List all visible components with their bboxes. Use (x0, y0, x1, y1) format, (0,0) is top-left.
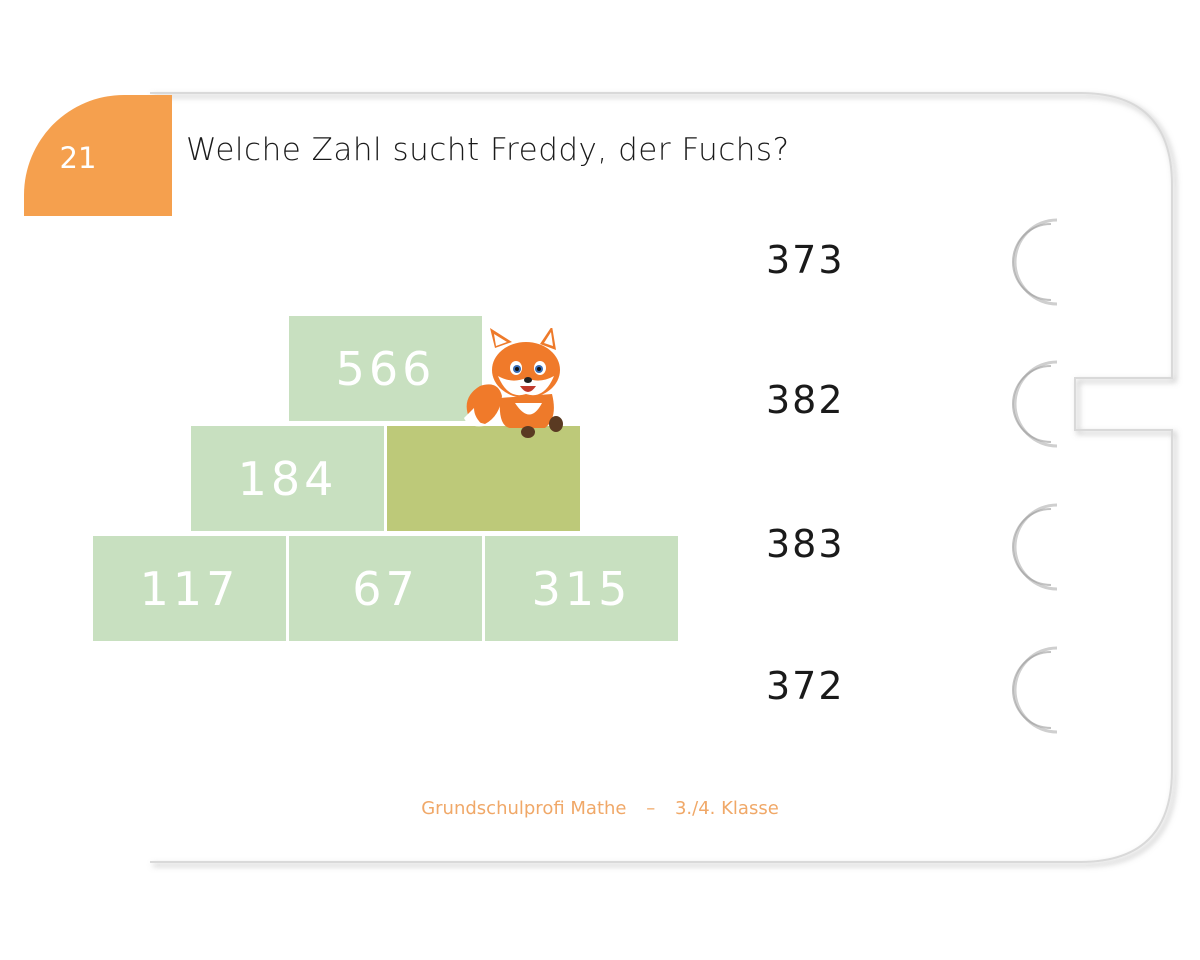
brick-middle-left: 184 (191, 426, 384, 531)
answer-notch-1[interactable] (985, 218, 1075, 306)
answer-notch-3[interactable] (985, 503, 1075, 591)
card-number: 21 (59, 140, 97, 175)
brick-top: 566 (289, 316, 482, 421)
answer-option-1: 373 (766, 238, 845, 282)
answer-option-3: 383 (766, 522, 845, 566)
fox-mascot-icon (464, 328, 563, 438)
answer-notch-4[interactable] (985, 646, 1075, 734)
answer-option-2: 382 (766, 378, 845, 422)
footer: Grundschulprofi Mathe – 3./4. Klasse (0, 798, 1200, 819)
brick-bottom-middle: 67 (289, 536, 482, 641)
footer-separator: – (646, 798, 656, 819)
footer-title: Grundschulprofi Mathe (421, 798, 627, 819)
brick-bottom-left: 117 (93, 536, 286, 641)
brick-bottom-right: 315 (485, 536, 678, 641)
answer-option-4: 372 (766, 664, 845, 708)
answer-notch-2[interactable] (985, 360, 1075, 448)
brick-middle-right-target (387, 426, 580, 531)
card-number-badge: 21 (24, 95, 172, 216)
footer-grade: 3./4. Klasse (674, 798, 779, 819)
question-title: Welche Zahl sucht Freddy, der Fuchs? (186, 132, 790, 168)
